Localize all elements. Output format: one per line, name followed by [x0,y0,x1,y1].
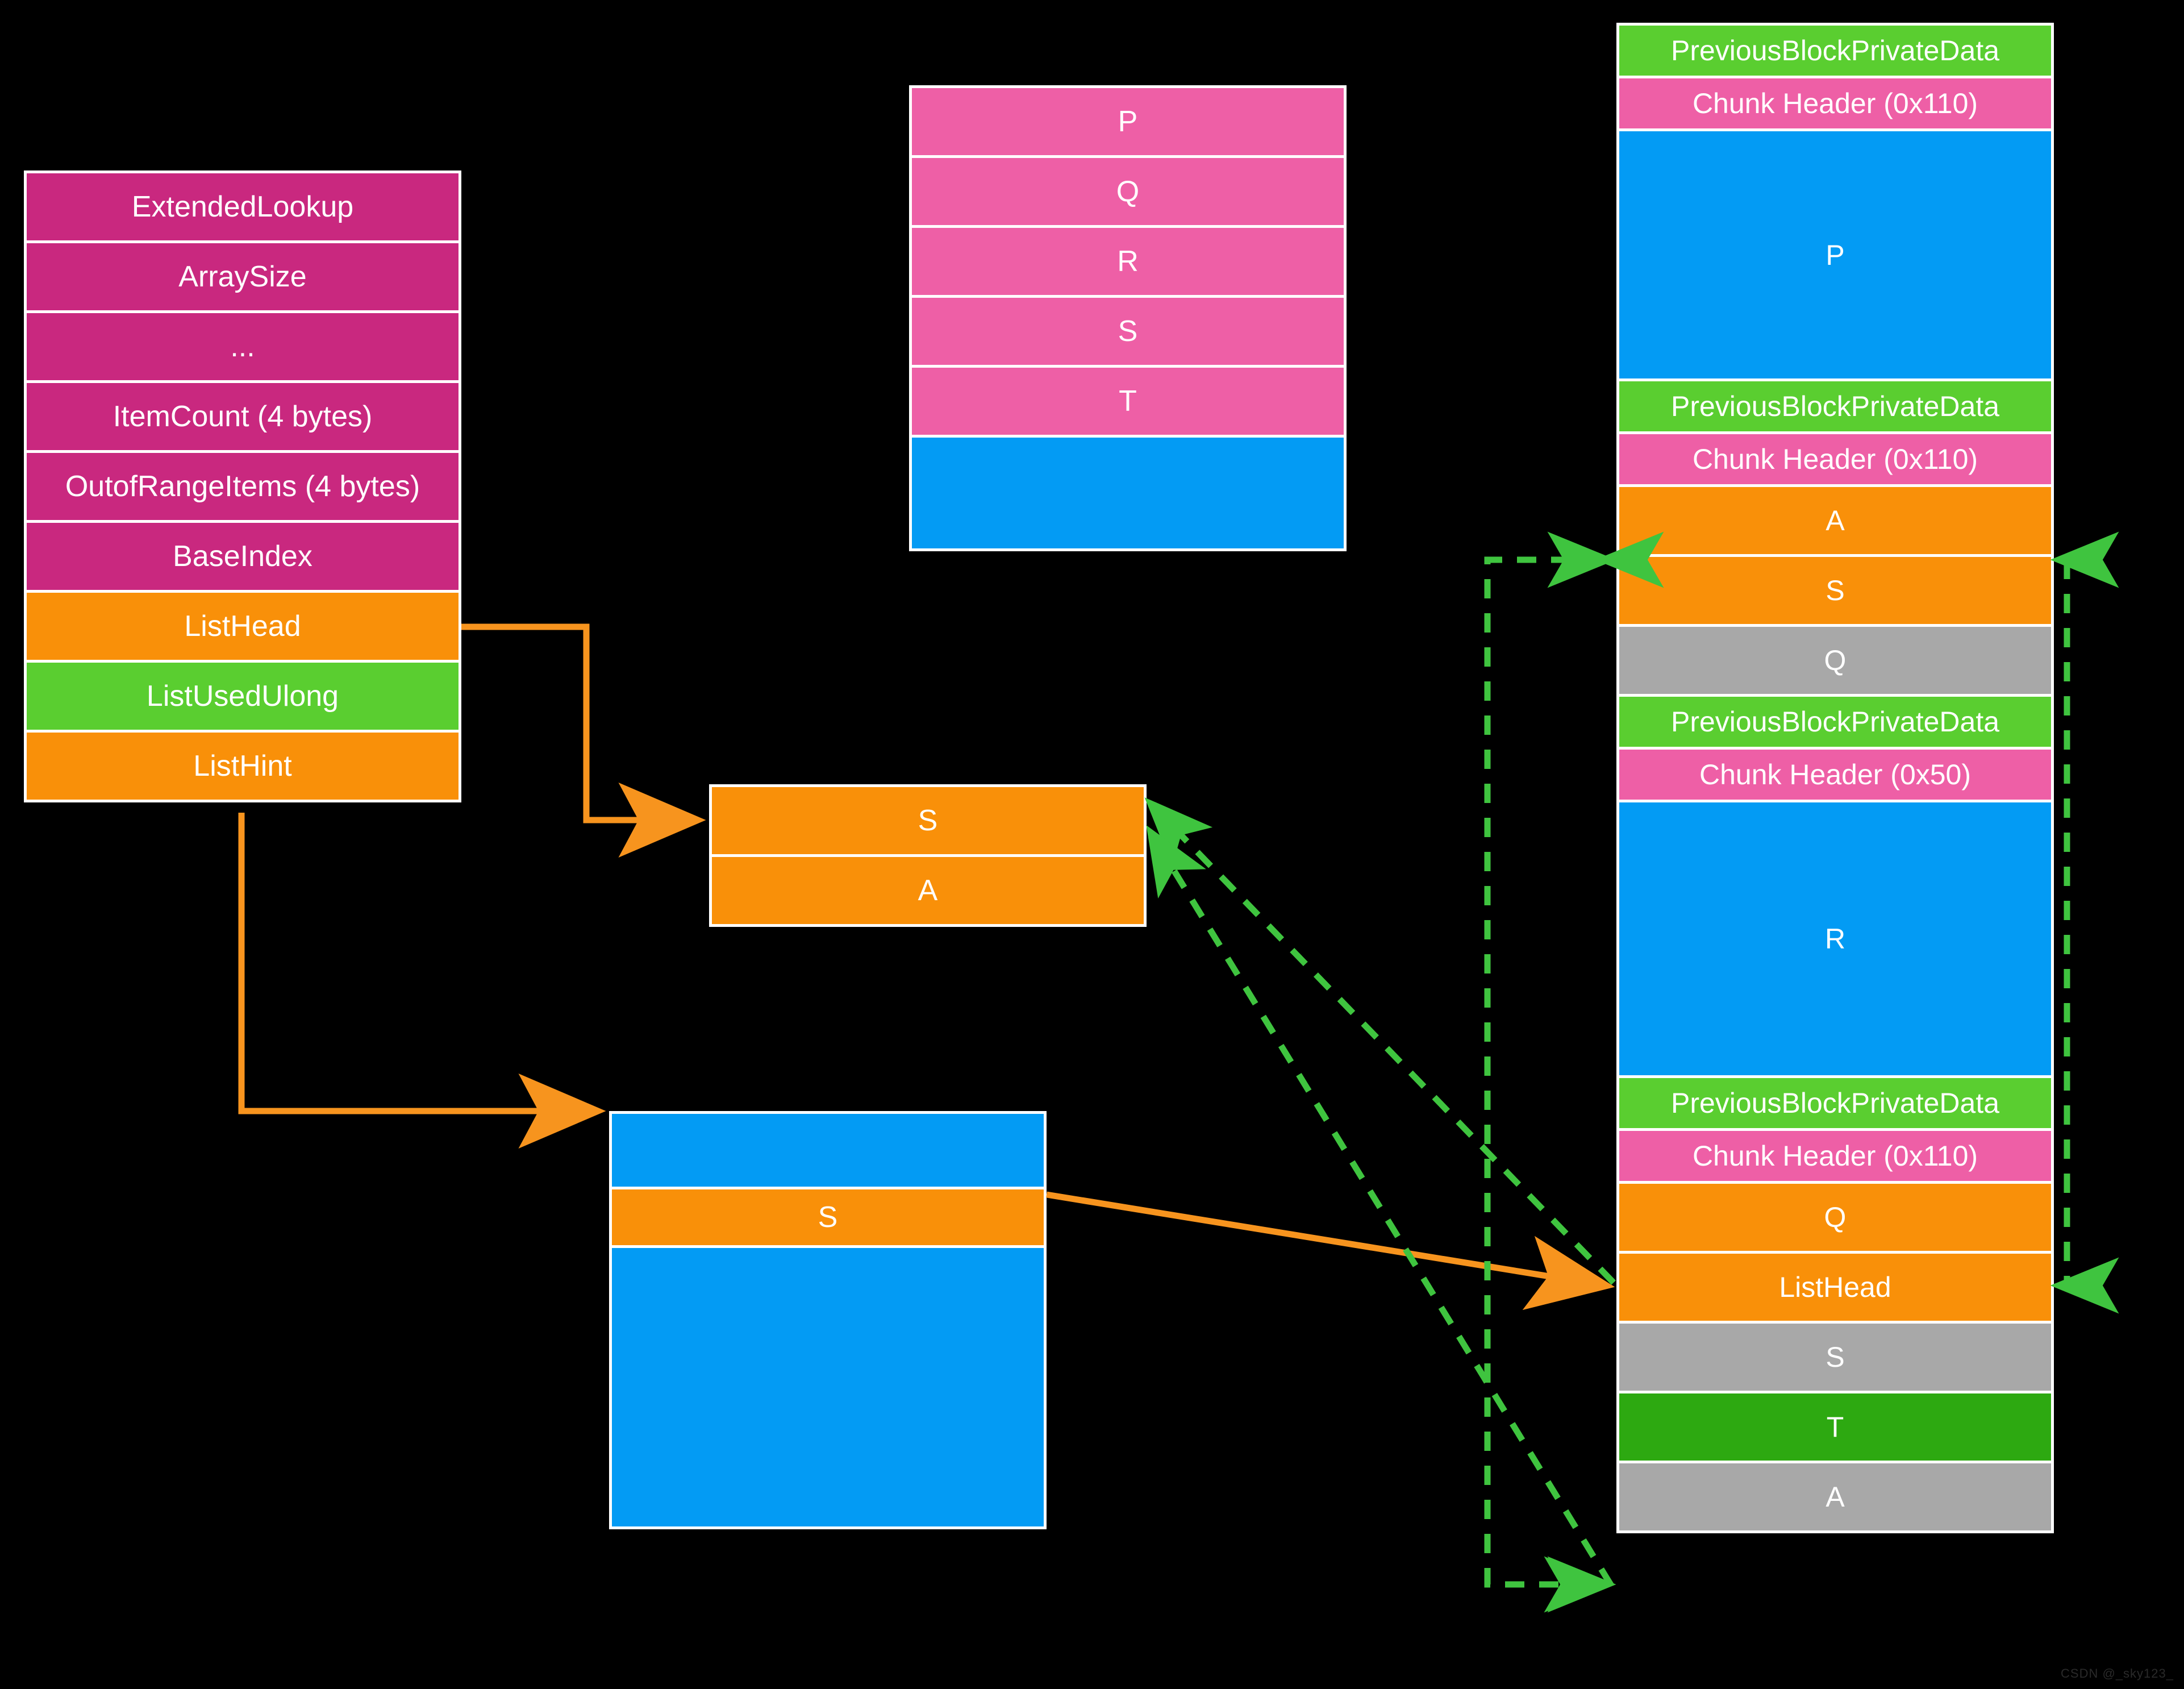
freelist-row: R [912,228,1344,295]
heap-row-label: Chunk Header (0x110) [1692,88,1978,119]
heap-row: PreviousBlockPrivateData [1619,697,2051,747]
struct-row: ExtendedLookup [27,173,459,240]
heap-row: PreviousBlockPrivateData [1619,1078,2051,1128]
heap-row-label: Q [1824,1201,1847,1233]
wire-heap-t-to-sa-a [1146,825,1614,1587]
sa-row-label: A [918,874,938,907]
watermark: CSDN @_sky123_ [2061,1666,2174,1680]
heap-row: R [1619,802,2051,1075]
chunks-row [612,1114,1044,1187]
struct-row: ItemCount (4 bytes) [27,383,459,450]
heap-row-label: PreviousBlockPrivateData [1670,35,2000,66]
heap-row: S [1619,1324,2051,1391]
struct-row: OutofRangeItems (4 bytes) [27,453,459,520]
heap-row: Q [1619,1184,2051,1251]
heap-row-label: T [1826,1411,1844,1443]
heap-row: PreviousBlockPrivateData [1619,381,2051,431]
heap-row-label: Q [1824,644,1847,676]
heap-row-label: P [1825,239,1845,271]
heap-row-label: Chunk Header (0x50) [1699,759,1972,791]
heap-row-label: ListHead [1779,1271,1891,1303]
free-list-entry-table: P Q R S T [909,85,1347,551]
sa-row: A [712,857,1144,924]
heap-row: ListHead [1619,1254,2051,1321]
freelist-row: T [912,368,1344,435]
heap-row-label: Chunk Header (0x110) [1692,1140,1978,1172]
freelist-row [912,438,1344,548]
heap-row: Chunk Header (0x110) [1619,1131,2051,1181]
freelist-row-label: Q [1116,175,1140,208]
heap-row-label: R [1824,923,1846,955]
heap-row-label: Chunk Header (0x110) [1692,443,1978,475]
freelist-row-label: S [1118,315,1138,348]
heap-row: PreviousBlockPrivateData [1619,26,2051,76]
listhint-target-chunk-box: S [609,1111,1047,1529]
wire-listhead-to-sa-box [461,623,706,858]
heap-row: Q [1619,627,2051,694]
wire-heap-a-to-sa-s [1144,797,1616,1285]
struct-row-label: ExtendedLookup [131,190,354,223]
struct-row-label: ItemCount (4 bytes) [112,400,373,433]
freelist-row-label: T [1119,385,1137,418]
heap-row-label: PreviousBlockPrivateData [1670,390,2000,422]
heap-row-label: A [1825,1481,1845,1513]
wire-listhint-to-chunk-s [238,813,606,1149]
struct-row: ListHead [27,593,459,660]
freelist-row-label: P [1118,105,1138,138]
heap-row-label: PreviousBlockPrivateData [1670,1087,2000,1119]
heap-row: Chunk Header (0x110) [1619,78,2051,128]
struct-row: ListUsedUlong [27,663,459,730]
chunks-row-label: S [818,1201,838,1234]
wire-heap-a-left-loop [1484,531,1664,1613]
struct-row-label: ArraySize [178,260,307,293]
struct-row-label: ... [230,330,255,363]
struct-row-label: OutofRangeItems (4 bytes) [65,470,420,503]
struct-row: ArraySize [27,243,459,310]
heap-row: Chunk Header (0x110) [1619,434,2051,484]
struct-row: ... [27,313,459,380]
heap-row: P [1619,131,2051,378]
struct-row-label: ListUsedUlong [146,680,339,713]
chunks-row [612,1248,1044,1526]
struct-row: BaseIndex [27,523,459,590]
heap-row: T [1619,1393,2051,1461]
struct-row: ListHint [27,733,459,800]
heap-row-label: S [1825,575,1845,606]
sa-row-label: S [918,804,938,837]
heap-row-label: PreviousBlockPrivateData [1670,706,2000,738]
wire-heap-a-right-loop [2061,560,2070,1289]
heap-row: A [1619,1463,2051,1530]
heap-row: A [1619,487,2051,554]
freelist-row: P [912,88,1344,155]
heap-row: Chunk Header (0x50) [1619,750,2051,800]
heap-row-label: A [1825,505,1845,536]
freelist-row: Q [912,158,1344,225]
struct-row-label: ListHint [193,750,292,783]
heap-row-label: S [1825,1341,1845,1373]
wire-chunk-s-to-heap-q [1046,1191,1615,1311]
freelist-row: S [912,298,1344,365]
freelist-row-label: R [1117,245,1139,278]
sa-row: S [712,787,1144,854]
heap-row: S [1619,557,2051,624]
struct-row-label: ListHead [184,610,301,643]
chunks-row: S [612,1189,1044,1245]
struct-row-label: BaseIndex [173,540,312,573]
